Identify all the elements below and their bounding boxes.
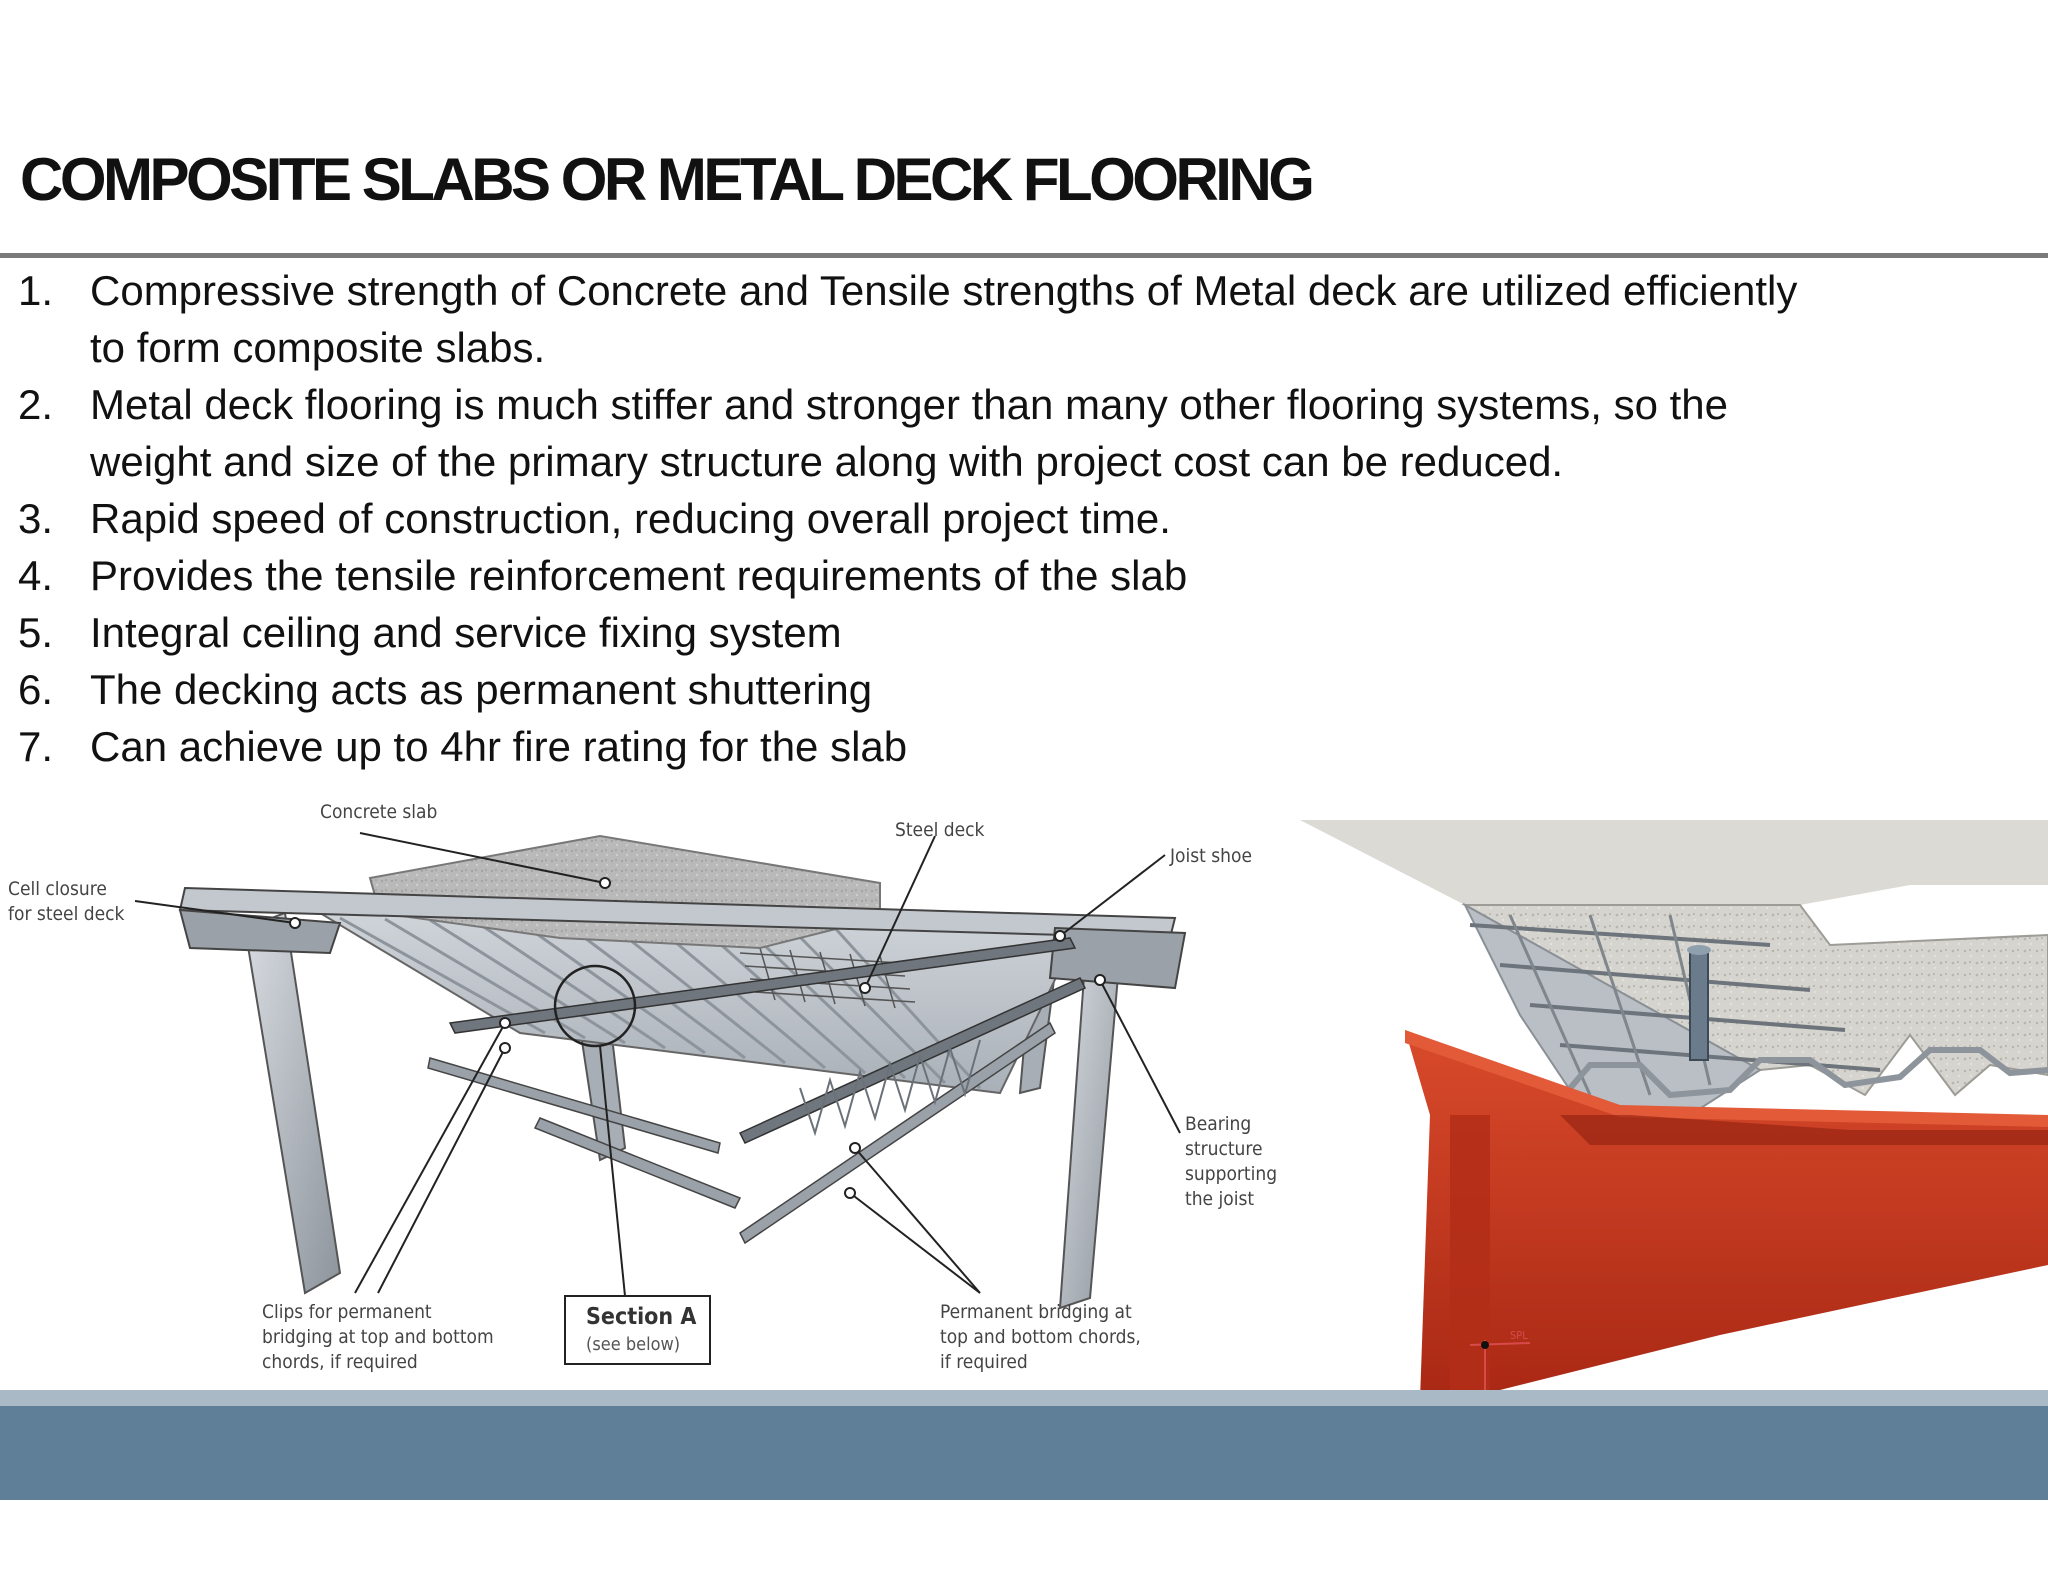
- list-number: 3.: [18, 495, 54, 542]
- label-bearing: the joist: [1185, 1188, 1254, 1210]
- list-item: 4. Provides the tensile reinforcement re…: [18, 547, 2028, 604]
- list-number: 2.: [18, 381, 54, 428]
- section-a-box: [564, 1295, 711, 1365]
- list-item: 5. Integral ceiling and service fixing s…: [18, 604, 2028, 661]
- label-bearing: supporting: [1185, 1163, 1277, 1185]
- label-concrete-slab: Concrete slab: [320, 801, 437, 823]
- list-item: 1. Compressive strength of Concrete and …: [18, 262, 2028, 376]
- list-text: Compressive strength of Concrete and Ten…: [90, 267, 1798, 314]
- label-clips: Clips for permanent: [262, 1301, 432, 1323]
- label-bridging: top and bottom chords,: [940, 1326, 1141, 1348]
- label-bridging: if required: [940, 1351, 1028, 1373]
- footer-band: [0, 1406, 2048, 1500]
- benefits-list: 1. Compressive strength of Concrete and …: [18, 262, 2028, 775]
- label-clips: chords, if required: [262, 1351, 418, 1373]
- list-item: 2. Metal deck flooring is much stiffer a…: [18, 376, 2028, 490]
- label-bearing: Bearing: [1185, 1113, 1251, 1135]
- label-section-a: Section A: [586, 1304, 696, 1330]
- label-cell-closure: for steel deck: [8, 903, 125, 925]
- label-spl: SPL: [1510, 1329, 1528, 1342]
- label-steel-deck: Steel deck: [895, 819, 985, 841]
- label-section-see-below: (see below): [586, 1334, 680, 1355]
- list-number: 6.: [18, 666, 54, 713]
- label-clips: bridging at top and bottom: [262, 1326, 494, 1348]
- slide-title: COMPOSITE SLABS OR METAL DECK FLOORING: [20, 146, 1315, 213]
- list-number: 7.: [18, 723, 54, 770]
- list-text: to form composite slabs.: [90, 324, 546, 371]
- list-text: Integral ceiling and service fixing syst…: [90, 609, 842, 656]
- list-number: 1.: [18, 267, 54, 314]
- footer-band-light: [0, 1390, 2048, 1406]
- list-text: Provides the tensile reinforcement requi…: [90, 552, 1188, 599]
- list-item: 7. Can achieve up to 4hr fire rating for…: [18, 718, 2028, 775]
- label-bridging: Permanent bridging at: [940, 1301, 1132, 1323]
- list-text: Metal deck flooring is much stiffer and …: [90, 381, 1728, 428]
- metal-deck-structure-diagram: Concrete slab Steel deck Joist shoe Cell…: [0, 788, 1290, 1388]
- label-bearing: structure: [1185, 1138, 1263, 1160]
- composite-slab-section-render: SPL: [1290, 815, 2048, 1400]
- list-item: 3. Rapid speed of construction, reducing…: [18, 490, 2028, 547]
- label-cell-closure: Cell closure: [8, 878, 107, 900]
- list-number: 5.: [18, 609, 54, 656]
- list-text: The decking acts as permanent shuttering: [90, 666, 873, 713]
- list-number: 4.: [18, 552, 54, 599]
- label-joist-shoe: Joist shoe: [1169, 845, 1252, 867]
- list-text: Rapid speed of construction, reducing ov…: [90, 495, 1171, 542]
- title-divider: [0, 253, 2048, 258]
- list-text: Can achieve up to 4hr fire rating for th…: [90, 723, 908, 770]
- list-item: 6. The decking acts as permanent shutter…: [18, 661, 2028, 718]
- list-text: weight and size of the primary structure…: [90, 438, 1564, 485]
